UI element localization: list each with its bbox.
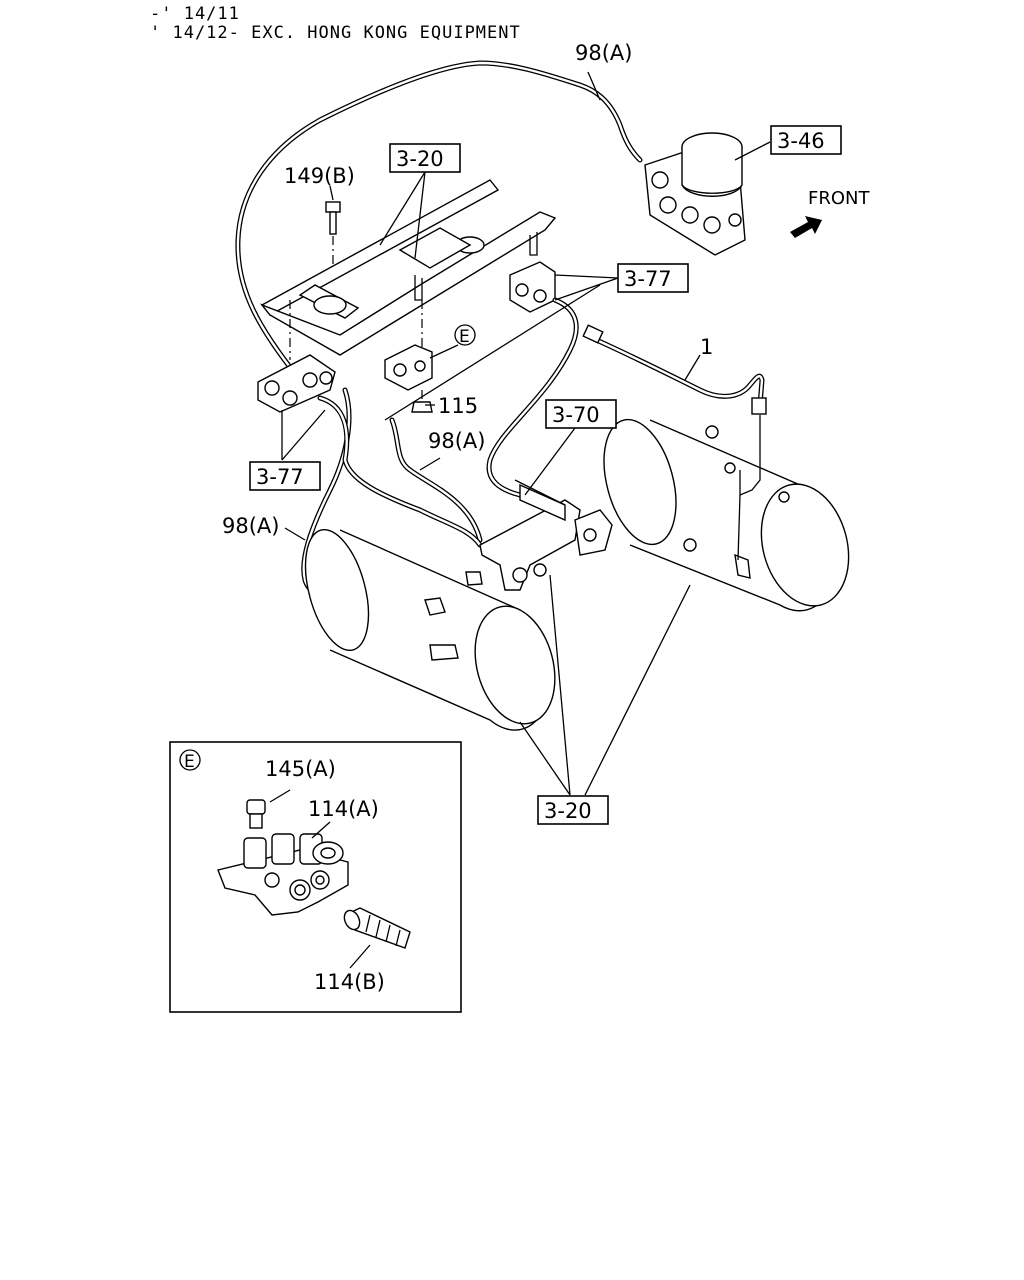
bolt-145a-detail [246, 799, 266, 829]
pipe-98a-top [235, 60, 643, 383]
label-98a-left: 98(A) [222, 514, 279, 538]
ref-box-3-70: 3-70 [545, 399, 617, 429]
air-dryer-assembly [644, 132, 746, 256]
header-line-1: -' 14/11 [150, 4, 240, 24]
ref-box-3-77-left: 3-77 [249, 461, 321, 491]
pipe-left-valve-to-block [317, 395, 483, 548]
air-tank-left [304, 528, 556, 731]
label-115: 115 [438, 394, 478, 418]
label-98a-top: 98(A) [575, 41, 632, 65]
ref-box-3-20-top: 3-20 [389, 143, 461, 173]
label-114b: 114(B) [314, 970, 385, 994]
manifold-detail [217, 833, 349, 916]
fitting-114b-detail [343, 907, 411, 949]
ref-3-20-bottom-text: 3-20 [544, 799, 592, 823]
callout-e-text: E [459, 327, 470, 347]
ref-box-3-46: 3-46 [770, 125, 842, 155]
ref-3-70-text: 3-70 [552, 403, 600, 427]
pipe-right-valve-to-block [486, 297, 579, 498]
label-part-1: 1 [700, 335, 713, 359]
ref-box-3-77-right: 3-77 [617, 263, 689, 293]
ref-3-77-left-text: 3-77 [256, 465, 304, 489]
relay-valve-right [509, 261, 556, 313]
label-145a: 145(A) [265, 757, 336, 781]
ref-3-77-right-text: 3-77 [624, 267, 672, 291]
ref-box-3-20-bottom: 3-20 [537, 795, 609, 825]
front-arrow-icon [790, 216, 822, 238]
label-98a-mid: 98(A) [428, 429, 485, 453]
bolt-149b [325, 201, 341, 268]
ref-3-20-top-text: 3-20 [396, 147, 444, 171]
label-front: FRONT [808, 188, 870, 209]
manifold-e-installed [384, 300, 433, 413]
callout-e-marker: E [454, 324, 476, 347]
pipe-1 [582, 324, 767, 415]
valve-block [479, 479, 613, 591]
relay-valve-left [257, 300, 336, 413]
ref-3-46-text: 3-46 [777, 129, 825, 153]
air-tank-right [603, 415, 850, 612]
leader-lines [281, 71, 771, 796]
detail-e-marker-text: E [184, 752, 195, 772]
frame-cross-member [259, 179, 557, 356]
label-114a: 114(A) [308, 797, 379, 821]
header-line-2: ' 14/12- EXC. HONG KONG EQUIPMENT [150, 23, 521, 43]
detail-e-panel: E 145(A) 114(A) 114(B) [169, 741, 462, 1013]
label-149b: 149(B) [284, 164, 355, 188]
pipe-98a-mid [389, 417, 483, 543]
